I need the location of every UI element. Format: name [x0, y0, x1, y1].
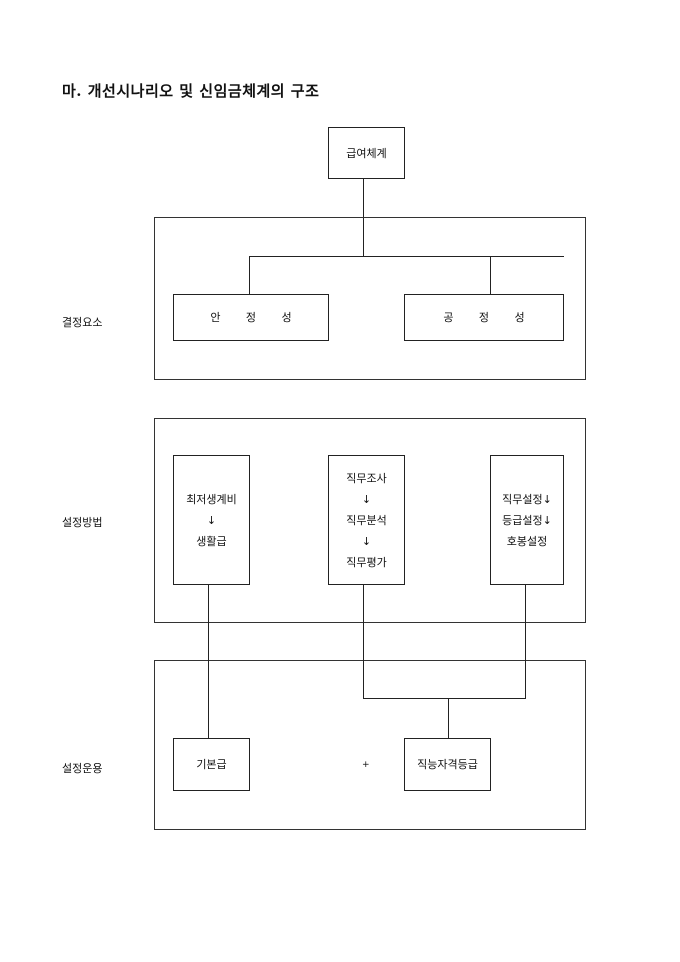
method-line: 생활급 — [196, 534, 227, 548]
stability-box: 안 정 성 — [173, 294, 329, 341]
fairness-label: 공 정 성 — [443, 311, 536, 324]
competency-grade-box: 직능자격등급 — [404, 738, 491, 791]
connector-line — [363, 698, 526, 699]
method-line: 등급설정↓ — [502, 513, 552, 527]
root-box: 급여체계 — [328, 127, 405, 179]
method-line: 직무조사 — [346, 471, 387, 485]
method-frame — [154, 418, 586, 623]
decision-frame — [154, 217, 586, 380]
method-line: 최저생계비 — [186, 492, 237, 506]
living-wage-box: 최저생계비 ↓ 생활급 — [173, 455, 250, 585]
connector-line — [249, 256, 250, 294]
plus-operator: + — [362, 760, 370, 770]
connector-line — [448, 698, 449, 738]
arrow-down-icon: ↓ — [206, 513, 217, 527]
job-evaluation-box: 직무조사 ↓ 직무분석 ↓ 직무평가 — [328, 455, 405, 585]
method-line: 직무설정↓ — [502, 492, 552, 506]
arrow-down-icon: ↓ — [361, 492, 372, 506]
stability-label: 안 정 성 — [210, 311, 303, 324]
row-label-operation: 설정운용 — [62, 762, 103, 775]
fairness-box: 공 정 성 — [404, 294, 564, 341]
arrow-down-icon: ↓ — [361, 534, 372, 548]
connector-line — [490, 256, 491, 294]
root-label: 급여체계 — [346, 146, 387, 160]
base-pay-label: 기본급 — [196, 758, 227, 771]
page-title: 마. 개선시나리오 및 신임금체계의 구조 — [62, 82, 320, 100]
grade-setting-box: 직무설정↓ 등급설정↓ 호봉설정 — [490, 455, 564, 585]
method-line: 직무분석 — [346, 513, 387, 527]
row-label-method: 설정방법 — [62, 516, 103, 529]
connector-line — [525, 585, 526, 699]
operation-frame — [154, 660, 586, 830]
connector-line — [249, 256, 564, 257]
connector-line — [208, 585, 209, 738]
base-pay-box: 기본급 — [173, 738, 250, 791]
method-line: 직무평가 — [346, 555, 387, 569]
competency-grade-label: 직능자격등급 — [417, 758, 478, 771]
method-line: 호봉설정 — [506, 534, 548, 548]
connector-line — [363, 179, 364, 257]
connector-line — [363, 585, 364, 699]
row-label-decision: 결정요소 — [62, 316, 103, 329]
